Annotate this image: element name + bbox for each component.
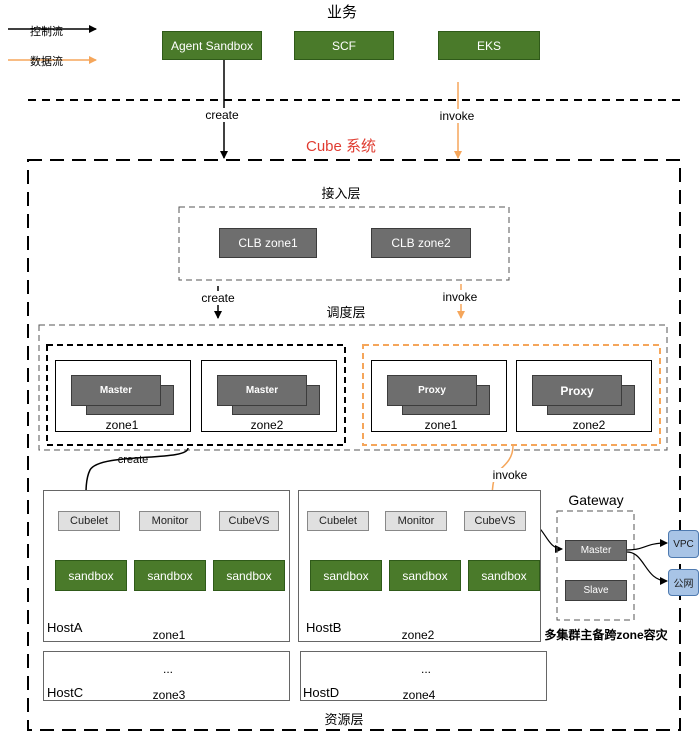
host-d-zone: zone4 bbox=[402, 688, 436, 702]
host-a-sandbox-1: sandbox bbox=[55, 560, 127, 591]
clb-zone1: CLB zone1 bbox=[219, 228, 317, 258]
host-a-zone: zone1 bbox=[152, 628, 186, 642]
host-b-cubelet: Cubelet bbox=[307, 511, 369, 531]
master-zone1-label: zone1 bbox=[105, 418, 139, 432]
master-zone2-node: Master bbox=[217, 375, 307, 406]
host-b-sandbox-1: sandbox bbox=[310, 560, 382, 591]
scheduling-layer-frame bbox=[38, 324, 668, 451]
host-a-monitor: Monitor bbox=[139, 511, 201, 531]
business-title: 业务 bbox=[326, 4, 358, 21]
clb-zone2: CLB zone2 bbox=[371, 228, 471, 258]
proxy-zone1-node: Proxy bbox=[387, 375, 477, 406]
host-c-name: HostC bbox=[47, 685, 84, 700]
host-b-sandbox-3: sandbox bbox=[468, 560, 540, 591]
invoke-label-top: invoke bbox=[437, 109, 477, 123]
legend-data-label: 数据流 bbox=[30, 56, 63, 68]
service-agent-sandbox: Agent Sandbox bbox=[162, 31, 262, 60]
cube-system-frame bbox=[27, 159, 681, 731]
invoke-label-access: invoke bbox=[440, 290, 480, 304]
proxy-zone2-node: Proxy bbox=[532, 375, 622, 406]
create-label-top: create bbox=[203, 108, 241, 122]
scheduling-layer-title: 调度层 bbox=[326, 305, 366, 320]
host-d-box bbox=[300, 651, 547, 701]
proxy-zone2-label: zone2 bbox=[572, 418, 606, 432]
create-label-curve: create bbox=[117, 454, 149, 466]
host-c-zone: zone3 bbox=[152, 688, 186, 702]
invoke-label-curve: invoke bbox=[490, 468, 530, 482]
create-label-access: create bbox=[199, 291, 237, 305]
resource-layer-title: 资源层 bbox=[324, 712, 364, 727]
proxy-group-frame bbox=[362, 344, 661, 446]
gateway-slave: Slave bbox=[565, 580, 627, 601]
host-a-cubelet: Cubelet bbox=[58, 511, 120, 531]
vpc-node: VPC bbox=[668, 530, 699, 558]
gateway-to-public-arrow bbox=[626, 551, 668, 585]
host-d-name: HostD bbox=[303, 685, 340, 700]
host-d-ellipsis: ... bbox=[420, 662, 432, 676]
access-layer-frame bbox=[178, 206, 510, 281]
public-network-node: 公网 bbox=[668, 569, 699, 596]
host-c-ellipsis: ... bbox=[162, 662, 174, 676]
gateway-title: Gateway bbox=[568, 492, 624, 508]
service-scf: SCF bbox=[294, 31, 394, 60]
proxy-zone1-label: zone1 bbox=[424, 418, 458, 432]
host-b-name: HostB bbox=[306, 620, 342, 635]
service-eks: EKS bbox=[438, 31, 540, 60]
host-a-name: HostA bbox=[47, 620, 83, 635]
cube-system-title: Cube 系统 bbox=[305, 138, 377, 155]
gateway-to-vpc-arrow bbox=[626, 539, 668, 551]
host-b-sandbox-2: sandbox bbox=[389, 560, 461, 591]
gateway-master: Master bbox=[565, 540, 627, 561]
master-group-frame bbox=[46, 344, 346, 446]
access-layer-title: 接入层 bbox=[321, 186, 361, 201]
host-a-cubevs: CubeVS bbox=[219, 511, 279, 531]
master-zone1-node: Master bbox=[71, 375, 161, 406]
gateway-frame bbox=[556, 510, 635, 621]
host-a-sandbox-3: sandbox bbox=[213, 560, 285, 591]
host-a-sandbox-2: sandbox bbox=[134, 560, 206, 591]
host-b-monitor: Monitor bbox=[385, 511, 447, 531]
host-b-cubevs: CubeVS bbox=[464, 511, 526, 531]
host-b-zone: zone2 bbox=[401, 628, 435, 642]
gateway-caption: 多集群主备跨zone容灾 bbox=[544, 628, 668, 642]
legend-control-label: 控制流 bbox=[30, 26, 63, 38]
host-c-box bbox=[43, 651, 290, 701]
master-zone2-label: zone2 bbox=[250, 418, 284, 432]
